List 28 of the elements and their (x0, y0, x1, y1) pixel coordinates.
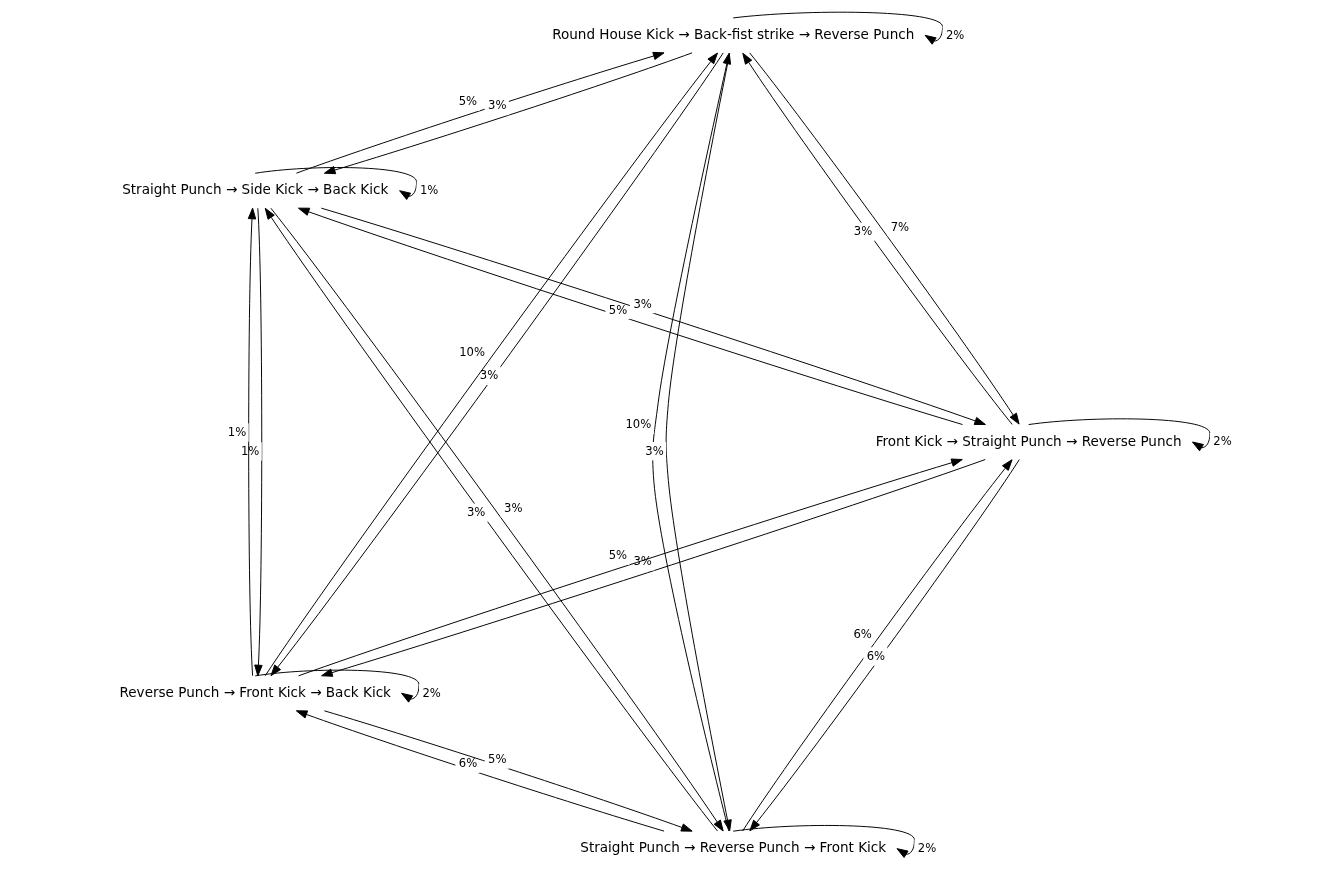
edge-label: 5% (458, 94, 477, 109)
node-text: Round House Kick → Back-fist strike → Reverse Punch (551, 25, 914, 42)
node-text: Straight Punch → Reverse Punch → Front Kick (579, 839, 886, 856)
edge-label: 3% (853, 224, 872, 239)
edge-label: 2% (421, 685, 441, 700)
edge-label: 2% (945, 27, 964, 42)
edge-label: 2% (1212, 434, 1232, 449)
edge-label: 10% (625, 417, 651, 432)
edge-label: 3% (632, 296, 652, 311)
edge-label: 1% (227, 425, 246, 440)
edge-label: 5% (487, 752, 506, 767)
edge-label: 10% (458, 345, 485, 360)
node-text: Reverse Punch → Front Kick → Back Kick (118, 683, 391, 700)
edge-label: 3% (503, 500, 522, 515)
edge-label: 5% (608, 302, 627, 317)
node-text: Straight Punch → Side Kick → Back Kick (121, 181, 388, 198)
node-text: Front Kick → Straight Punch → Reverse Punch (875, 432, 1182, 449)
edge-label: 7% (890, 219, 909, 234)
edge-label: 6% (866, 649, 885, 664)
edge-label: 2% (917, 841, 936, 856)
edge-label: 6% (458, 756, 477, 771)
edge-label: 3% (487, 98, 506, 113)
edge-label: 1% (419, 183, 438, 198)
edge-label: 5% (608, 548, 627, 563)
edge-label: 3% (644, 443, 664, 458)
edge-label: 6% (852, 626, 872, 641)
edge-label: 3% (466, 505, 485, 520)
edge-label: 3% (479, 368, 498, 383)
